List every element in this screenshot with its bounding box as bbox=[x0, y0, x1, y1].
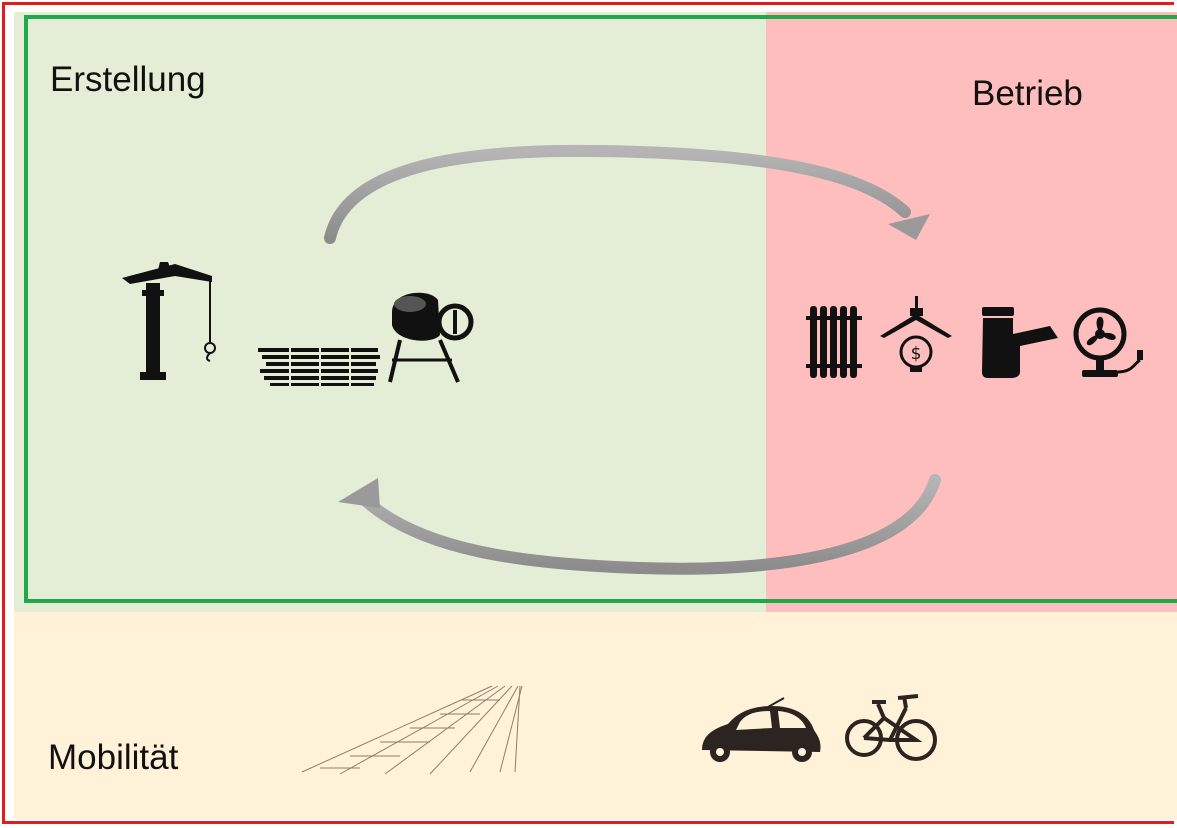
crane-icon bbox=[122, 262, 216, 380]
fan-icon bbox=[1073, 307, 1143, 377]
bicycle-icon bbox=[845, 694, 937, 761]
railway-tracks-icon bbox=[301, 685, 523, 775]
radiator-icon bbox=[806, 306, 862, 378]
svg-text:$: $ bbox=[911, 344, 922, 364]
arrow-to-erstellung bbox=[338, 474, 941, 575]
betrieb-label: Betrieb bbox=[972, 74, 1083, 113]
mobilitaet-label: Mobilität bbox=[48, 738, 179, 777]
bricks-icon bbox=[258, 348, 380, 386]
erstellung-label: Erstellung bbox=[50, 60, 206, 99]
arrow-to-betrieb bbox=[324, 144, 930, 244]
building-frame bbox=[24, 15, 1177, 603]
car-icon bbox=[702, 697, 821, 762]
lamp-icon: $ bbox=[880, 296, 952, 372]
cement-mixer-icon bbox=[388, 292, 474, 383]
mobilitaet-panel bbox=[14, 612, 1177, 819]
faucet-icon bbox=[982, 307, 1058, 378]
